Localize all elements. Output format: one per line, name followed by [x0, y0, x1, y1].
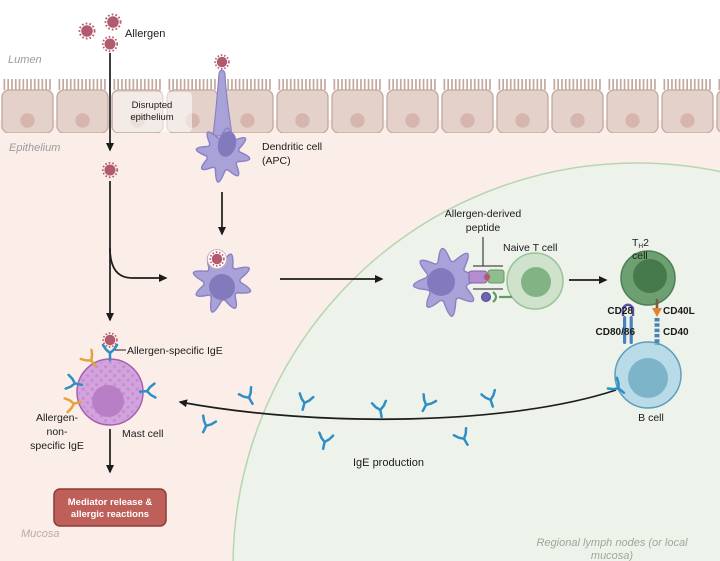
th2-cell	[620, 250, 676, 306]
th2-cell-label-2: cell	[632, 250, 648, 262]
mediator-release-box: Mediator release & allergic reactions	[53, 488, 167, 527]
lumen-label: Lumen	[8, 54, 42, 66]
t-cell-receptor	[487, 269, 505, 284]
dc1-nucleus	[217, 131, 237, 157]
epithelium-label: Epithelium	[9, 142, 60, 154]
cd80-86-ligand	[623, 316, 627, 344]
mucosa-label: Mucosa	[21, 528, 60, 540]
b-cell-label: B cell	[638, 412, 664, 424]
cd28-receptor	[621, 303, 635, 316]
arrow-ige-to-mast	[178, 389, 617, 421]
flow-arrows	[106, 53, 617, 474]
disrupted-epithelium: Disrupted epithelium	[113, 92, 192, 132]
dc3-nucleus	[427, 268, 455, 296]
epithelium-layer	[0, 79, 720, 133]
naive-t-cell	[506, 252, 564, 310]
peptide-label-1: Allergen-derived	[445, 208, 522, 220]
peptide-label-2: peptide	[466, 222, 501, 234]
regional-lymph-label-1: Regional lymph nodes (or local	[536, 537, 688, 549]
dendritic-cell-label-1: Dendritic cell	[262, 141, 322, 153]
allergen-label: Allergen	[125, 28, 165, 40]
cd40l-label: CD40L	[663, 306, 695, 317]
presented-peptide	[483, 273, 491, 281]
arrow-allergen-to-dc	[109, 247, 168, 282]
cd80-86-label: CD80/86	[596, 327, 636, 338]
mast-cell-label: Mast cell	[122, 428, 163, 440]
cd40l-tip	[652, 308, 662, 317]
mediator-label-2: allergic reactions	[71, 509, 149, 520]
dc2-nucleus	[209, 274, 235, 300]
dendritic-cell-presenting	[408, 243, 487, 322]
mediator-label-1: Mediator release &	[68, 497, 153, 508]
allergen-nonspecific-label-3: specific IgE	[30, 440, 84, 452]
th2-bcell-costimulation	[621, 298, 662, 345]
naive-t-cell-label: Naive T cell	[503, 242, 557, 254]
regional-lymph-label-2: mucosa)	[591, 550, 634, 561]
allergen-nonspecific-label-1: Allergen-	[36, 412, 79, 424]
th2-cell-label: TH2	[632, 237, 649, 250]
costim-receptor	[492, 291, 512, 303]
allergen-nonspecific-label-2: non-	[46, 426, 68, 438]
allergen-specific-ige-label: Allergen-specific IgE	[127, 345, 223, 357]
dendritic-cell-label-2: (APC)	[262, 155, 291, 167]
dendritic-cell-apc	[190, 69, 255, 188]
disrupted-label-1: Disrupted	[132, 100, 173, 111]
disrupted-label-2: epithelium	[130, 112, 173, 123]
b-cell	[614, 341, 682, 409]
costim-ligand	[481, 292, 491, 302]
lymph-node-region	[232, 162, 720, 561]
ige-production-label: IgE production	[353, 457, 424, 469]
mast-cell	[76, 358, 144, 426]
cd40-label: CD40	[663, 327, 689, 338]
cd28-label: CD28	[607, 306, 633, 317]
mhc-tcr-synapse	[468, 265, 512, 303]
mast-nucleus	[92, 385, 124, 417]
cd80-86-ligand	[629, 316, 633, 344]
